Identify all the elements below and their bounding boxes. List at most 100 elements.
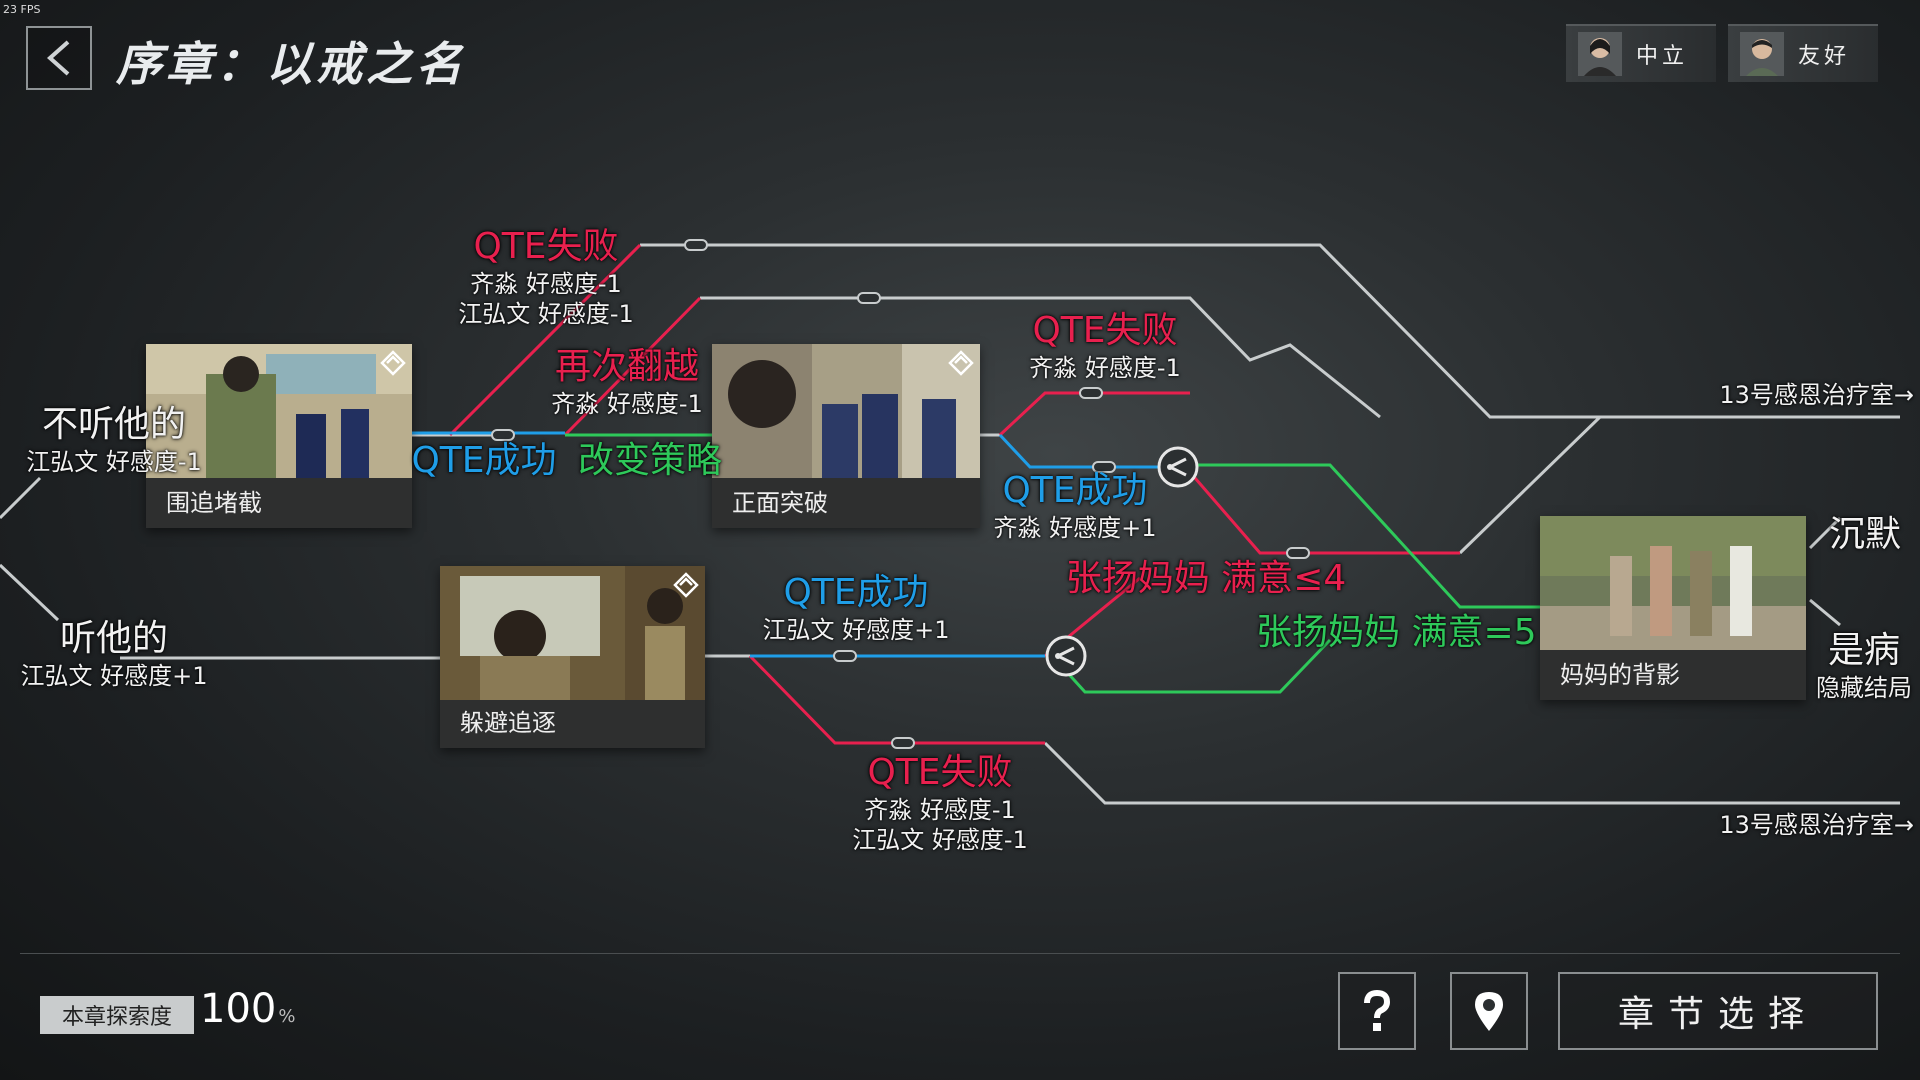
explore-label: 本章探索度 (40, 996, 194, 1034)
line-green-mid (1195, 463, 1540, 609)
choice-listen[interactable]: 听他的 江弘文 好感度+1 (12, 616, 216, 691)
relation-badge-friendly[interactable]: 友好 (1728, 24, 1878, 82)
exit-therapy-room-bottom[interactable]: 13号感恩治疗室→ (1719, 811, 1914, 839)
pill-top (684, 239, 708, 251)
scene-thumbnail (440, 566, 705, 700)
pill-left-blue (491, 429, 515, 441)
ending-silence[interactable]: 沉默 (1828, 514, 1901, 555)
branch-split-icon-lower (1045, 635, 1087, 677)
branch-title: QTE失败 (473, 226, 619, 267)
chevron-left-icon (46, 40, 70, 76)
branch-title: QTE成功 (1002, 470, 1148, 511)
line-mom-top (1808, 516, 1842, 550)
branch-climb-again: 再次翻越 齐淼 好感度-1 (540, 344, 714, 419)
line-to-mom (1458, 415, 1602, 555)
branch-effect: 江弘文 好感度+1 (762, 616, 950, 644)
fps-counter: 23 FPS (3, 3, 41, 16)
pill-bottom-red (891, 737, 915, 749)
branch-qte-fail-top: QTE失败 齐淼 好感度-1 江弘文 好感度-1 (440, 224, 652, 329)
branch-effect: 江弘文 好感度-1 (458, 300, 634, 328)
pill-lower-blue (833, 650, 857, 662)
explore-progress: 100% (200, 986, 295, 1032)
relation-label: 友好 (1798, 44, 1851, 69)
branch-qte-success-lower: QTE成功 江弘文 好感度+1 (744, 570, 968, 645)
branch-split-icon-upper (1157, 446, 1199, 488)
choice-effect: 江弘文 好感度-1 (26, 448, 202, 476)
chapter-title: 序章：以戒之名 (116, 37, 466, 91)
story-node-zhengmian[interactable]: 正面突破 (712, 344, 980, 528)
line-green-lower (1063, 638, 1332, 694)
branch-title: QTE成功 (783, 572, 929, 613)
node-label: 围追堵截 (166, 489, 262, 517)
branch-effect: 齐淼 好感度-1 (864, 796, 1016, 824)
branch-effect: 齐淼 好感度+1 (993, 514, 1157, 542)
choice-title: 不听他的 (41, 404, 186, 445)
line-mom-bottom (1809, 598, 1841, 627)
story-node-weizhui[interactable]: 围追堵截 (146, 344, 412, 528)
branch-qte-fail-mid: QTE失败 齐淼 好感度-1 (1010, 308, 1200, 383)
branch-mom-satisfaction-low: 张扬妈妈 满意≤4 (1065, 558, 1347, 599)
pill-mom-low (1286, 547, 1310, 559)
choice-effect: 江弘文 好感度+1 (20, 662, 208, 690)
branch-qte-fail-bottom: QTE失败 齐淼 好感度-1 江弘文 好感度-1 (838, 750, 1042, 855)
line-red-mid (998, 391, 1190, 437)
branch-title: QTE失败 (867, 752, 1013, 793)
branch-mom-satisfaction-full: 张扬妈妈 满意=5 (1256, 612, 1537, 653)
avatar (1578, 32, 1622, 76)
branch-effect: 江弘文 好感度-1 (852, 826, 1028, 854)
relation-badge-neutral[interactable]: 中立 (1566, 24, 1716, 82)
location-pin-icon (1475, 992, 1503, 1031)
choice-not-listen[interactable]: 不听他的 江弘文 好感度-1 (12, 402, 216, 477)
line-red-top (448, 243, 642, 437)
back-button[interactable] (26, 26, 92, 90)
exit-therapy-room-top[interactable]: 13号感恩治疗室→ (1719, 381, 1914, 409)
branch-effect: 齐淼 好感度-1 (470, 270, 622, 298)
ending-tag: 隐藏结局 (1816, 674, 1912, 702)
pill-second (857, 292, 881, 304)
ending-sick[interactable]: 是病 隐藏结局 (1808, 628, 1920, 703)
node-label: 躲避追逐 (460, 709, 556, 737)
scene-thumbnail (712, 344, 980, 478)
diamond-marker-icon (948, 350, 974, 376)
diamond-marker-icon (673, 572, 699, 598)
success-lines (412, 431, 1160, 658)
footer-divider (20, 953, 1900, 954)
ending-title: 是病 (1827, 630, 1900, 671)
scene-thumbnail (146, 344, 412, 478)
branch-title: QTE失败 (1032, 310, 1178, 351)
pill-blue-mid (1092, 461, 1116, 473)
choice-title: 听他的 (59, 618, 168, 659)
branch-qte-success-mid: QTE成功 齐淼 好感度+1 (980, 468, 1170, 543)
line-top-route (640, 243, 1900, 419)
branch-change-strategy: 改变策略 (577, 440, 722, 481)
pill-red-mid (1079, 387, 1103, 399)
line-red-second (563, 296, 702, 437)
line-red-bottom (748, 654, 1045, 745)
branch-effect: 齐淼 好感度-1 (551, 390, 703, 418)
scene-thumbnail (1540, 516, 1806, 650)
branch-effect: 齐淼 好感度-1 (1029, 354, 1181, 382)
story-node-duobi[interactable]: 躲避追逐 (440, 566, 705, 748)
fail-lines (448, 243, 1460, 745)
line-second-route (700, 296, 1381, 419)
relation-label: 中立 (1636, 44, 1689, 69)
avatar (1740, 32, 1784, 76)
alt-lines (565, 433, 1540, 694)
chapter-select-button[interactable]: 章节选择 (1558, 972, 1878, 1050)
node-label: 妈妈的背影 (1560, 661, 1680, 689)
help-button[interactable] (1338, 972, 1416, 1050)
line-bottom-route (1043, 741, 1900, 805)
story-node-mom[interactable]: 妈妈的背影 (1540, 516, 1806, 700)
branch-title: 再次翻越 (554, 346, 699, 387)
neutral-lines (0, 243, 1900, 805)
diamond-marker-icon (380, 350, 406, 376)
explore-value: 100 (200, 986, 277, 1032)
branch-qte-success-left: QTE成功 (411, 440, 557, 481)
line-red-mid-down (1193, 477, 1460, 555)
line-left-top (0, 476, 42, 520)
map-location-button[interactable] (1450, 972, 1528, 1050)
question-icon (1364, 989, 1391, 1031)
line-left-bottom (0, 563, 60, 622)
